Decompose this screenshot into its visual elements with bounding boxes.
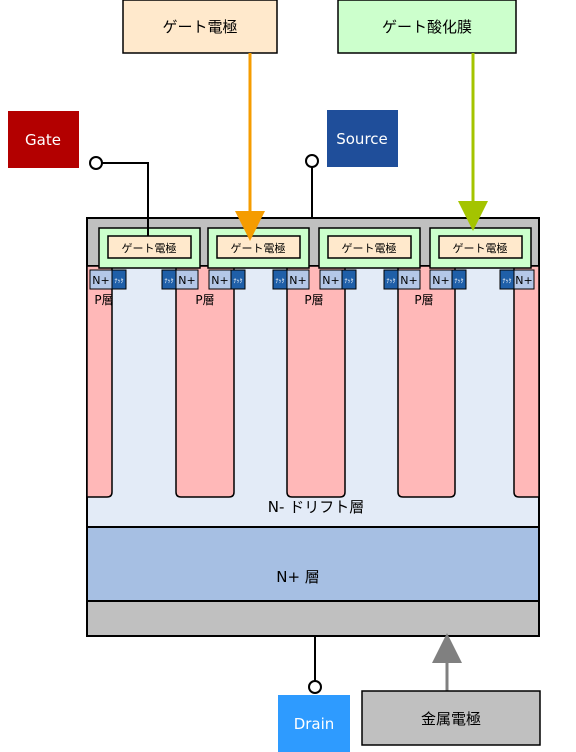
p-layer-label-1: P層: [94, 293, 113, 307]
p-pillars: [86, 265, 540, 498]
p-pillar-1: [86, 265, 113, 498]
n-plus-source-regions: N+ ﾅｯｸ ﾅｯｸ N+ N+ ﾅｯｸ ﾅｯｸ N+ N+ ﾅｯｸ ﾅｯｸ N…: [89, 269, 535, 290]
gate-electrode-1: [107, 235, 192, 259]
contact-block-1: [111, 269, 127, 290]
contact-block-5: [341, 269, 357, 290]
gate-electrode-3: [327, 235, 412, 259]
gate-electrode-4: [438, 235, 523, 259]
metal-electrode-callout-text: 金属電極: [421, 710, 481, 728]
gate-terminal-label: Gate: [25, 131, 61, 149]
n-plus-label-6: N+: [400, 274, 417, 287]
gate-electrode-callout-text: ゲート電極: [162, 18, 237, 36]
p-layer-label-2: P層: [195, 293, 214, 307]
n-plus-box-6: [397, 269, 421, 290]
gate-electrode-label-4: ゲート電極: [453, 241, 508, 255]
drain-terminal-box: [278, 695, 350, 752]
n-plus-label-2: N+: [178, 274, 195, 287]
n-plus-label-1: N+: [92, 274, 109, 287]
drain-terminal-label: Drain: [294, 715, 335, 733]
n-plus-box-4: [286, 269, 310, 290]
contact-block-3: [230, 269, 246, 290]
source-terminal-label: Source: [336, 130, 388, 148]
contact-label-1: ﾅｯｸ: [114, 278, 123, 285]
gate-oxide-callout: [337, 0, 517, 54]
n-plus-box-8: [513, 269, 535, 290]
n-plus-substrate-layer: [86, 526, 540, 602]
p-pillar-2: [175, 265, 235, 498]
gate-oxide-callout-text: ゲート酸化膜: [382, 18, 472, 36]
n-plus-label-8: N+: [515, 274, 532, 287]
p-pillar-5: [513, 265, 540, 498]
gate-electrode-label-2: ゲート電極: [231, 241, 286, 255]
contact-label-5: ﾅｯｸ: [344, 278, 353, 285]
contact-block-7: [451, 269, 467, 290]
source-terminal-node: [305, 154, 319, 168]
gate-electrode-label-3: ゲート電極: [342, 241, 397, 255]
n-plus-label-7: N+: [432, 274, 449, 287]
n-plus-box-2: [175, 269, 199, 290]
contact-label-6: ﾅｯｸ: [386, 278, 395, 285]
p-layer-label-3: P層: [304, 293, 323, 307]
metal-electrode-callout: [361, 690, 541, 746]
drift-layer-label: N- ドリフト層: [268, 498, 364, 516]
contact-label-8: ﾅｯｸ: [502, 278, 511, 285]
gate-electrode-callout: [122, 0, 278, 54]
contact-label-3: ﾅｯｸ: [233, 278, 242, 285]
gate-wire: [102, 162, 149, 236]
n-plus-label-4: N+: [289, 274, 306, 287]
n-plus-label-3: N+: [211, 274, 228, 287]
n-plus-layer-label: N+ 層: [276, 568, 320, 586]
source-terminal-box: [327, 110, 398, 167]
p-layer-label-4: P層: [414, 293, 433, 307]
n-plus-label-5: N+: [322, 274, 339, 287]
gate-electrode-label-1: ゲート電極: [122, 241, 177, 255]
gate-terminal-node: [89, 156, 103, 170]
drain-metal-layer: [86, 600, 540, 637]
p-pillar-4: [397, 265, 456, 498]
gate-cells: ゲート電極 ゲート電極 ゲート電極 ゲート電極: [98, 227, 532, 269]
drain-terminal-node: [308, 680, 322, 694]
contact-label-2: ﾅｯｸ: [164, 278, 173, 285]
contact-label-4: ﾅｯｸ: [275, 278, 284, 285]
gate-terminal-box: [8, 111, 79, 168]
contact-label-7: ﾅｯｸ: [454, 278, 463, 285]
p-pillar-3: [286, 265, 346, 498]
